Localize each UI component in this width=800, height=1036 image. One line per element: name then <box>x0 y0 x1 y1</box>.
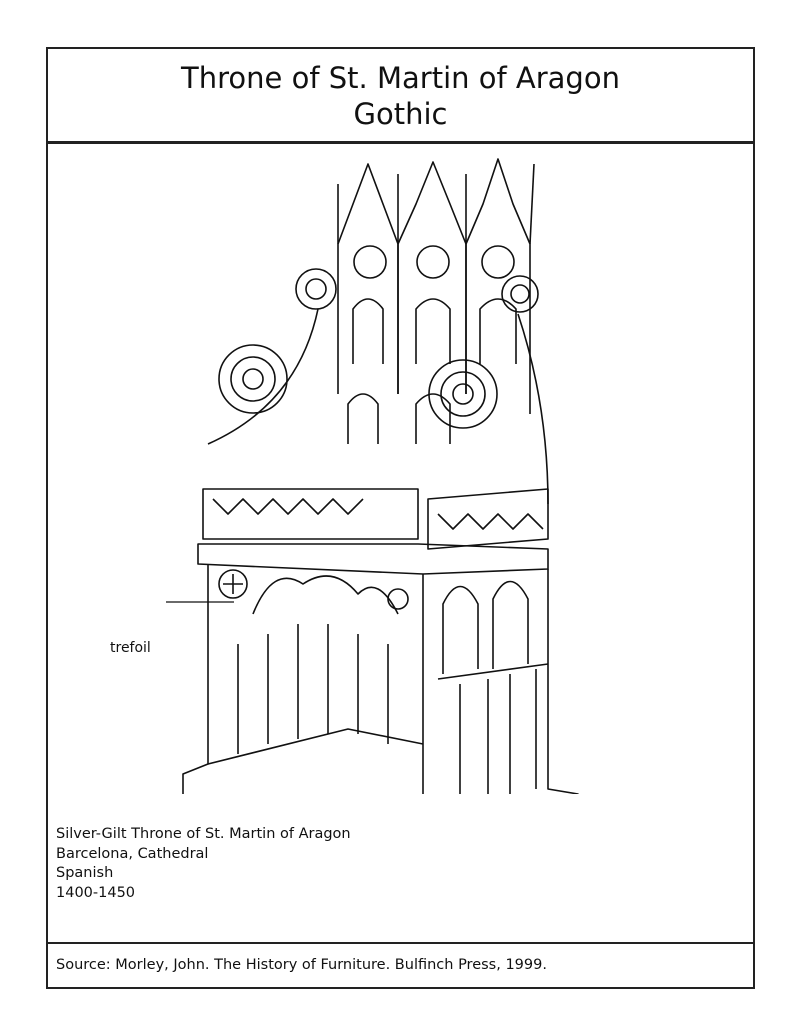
document-frame: Throne of St. Martin of Aragon Gothic <box>46 47 755 989</box>
caption-origin: Spanish <box>56 865 114 881</box>
scroll-ornaments <box>207 268 549 505</box>
title-box: Throne of St. Martin of Aragon Gothic <box>48 49 753 144</box>
front-panel <box>182 564 579 860</box>
side-panel <box>437 580 549 804</box>
caption-location: Barcelona, Cathedral <box>56 845 209 862</box>
page-title: Throne of St. Martin of Aragon <box>181 61 620 95</box>
artwork-caption: Silver-Gilt Throne of St. Martin of Arag… <box>56 825 351 903</box>
throne-illustration: trefoil <box>48 144 753 860</box>
throne-back <box>337 158 535 444</box>
source-box: Source: Morley, John. The History of Fur… <box>48 942 753 989</box>
seat <box>197 543 549 575</box>
arm-rails <box>202 488 549 550</box>
page-subtitle: Gothic <box>353 97 448 131</box>
trefoil-label: trefoil <box>110 640 151 656</box>
caption-date: 1400-1450 <box>56 884 136 901</box>
source-citation: Source: Morley, John. The History of Fur… <box>56 957 547 973</box>
caption-name: Silver-Gilt Throne of St. Martin of Arag… <box>56 826 351 842</box>
